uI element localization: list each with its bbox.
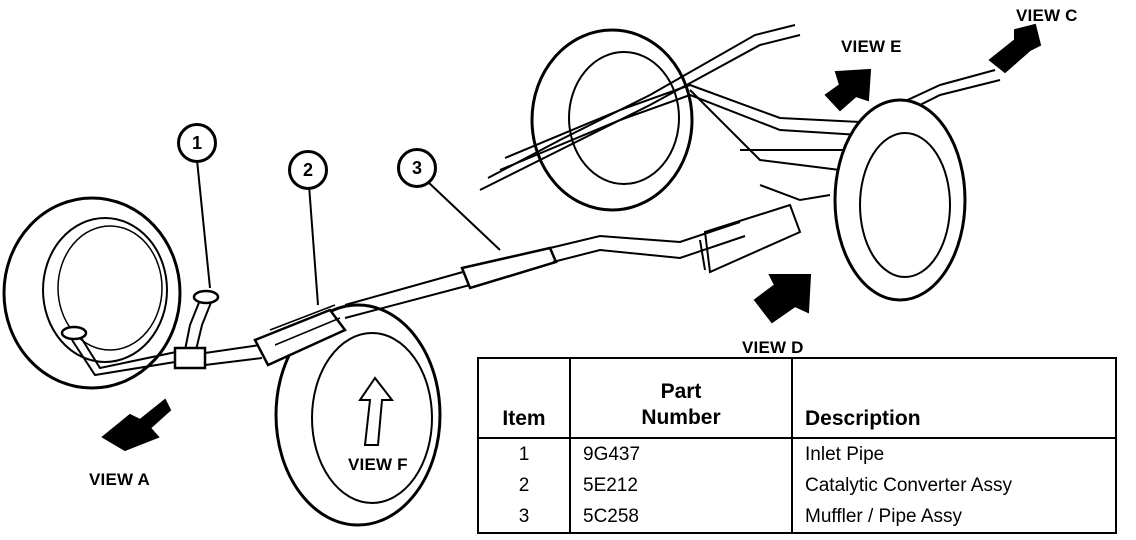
header-item: Item bbox=[477, 357, 571, 439]
row-part-number: 5C258 bbox=[569, 501, 793, 534]
view-e-arrow bbox=[824, 68, 872, 112]
table-row: 3 5C258 Muffler / Pipe Assy bbox=[477, 501, 1117, 534]
row-part-number: 9G437 bbox=[569, 438, 793, 470]
table-row: 2 5E212 Catalytic Converter Assy bbox=[477, 470, 1117, 501]
view-c-arrow bbox=[988, 23, 1042, 74]
header-description: Description bbox=[791, 357, 1117, 439]
view-d-arrow bbox=[753, 274, 812, 324]
exhaust-pipe bbox=[60, 221, 746, 377]
row-item: 1 bbox=[477, 438, 571, 470]
view-a-label: VIEW A bbox=[89, 470, 151, 489]
callout-1: 1 bbox=[177, 123, 217, 163]
front-left-wheel bbox=[2, 196, 182, 390]
callout-3: 3 bbox=[397, 148, 437, 188]
view-f-label: VIEW F bbox=[348, 455, 408, 474]
view-f-arrow bbox=[358, 376, 395, 446]
row-item: 2 bbox=[477, 470, 571, 501]
row-description: Muffler / Pipe Assy bbox=[791, 501, 1117, 534]
header-part-line2: Number bbox=[641, 406, 721, 429]
row-part-number: 5E212 bbox=[569, 470, 793, 501]
leader-lines bbox=[196, 159, 501, 306]
table-header-row: Item Part Number Description bbox=[477, 357, 1117, 439]
parts-table: Item Part Number Description 1 9G437 Inl… bbox=[477, 357, 1117, 534]
view-arrows bbox=[101, 23, 1042, 452]
view-c-label: VIEW C bbox=[1016, 6, 1078, 25]
callout-2: 2 bbox=[288, 150, 328, 190]
view-e-label: VIEW E bbox=[841, 37, 902, 56]
view-d-label: VIEW D bbox=[742, 338, 804, 357]
front-right-wheel bbox=[274, 303, 442, 527]
table-row: 1 9G437 Inlet Pipe bbox=[477, 438, 1117, 470]
row-item: 3 bbox=[477, 501, 571, 534]
row-description: Catalytic Converter Assy bbox=[791, 470, 1117, 501]
header-part-number: Part Number bbox=[569, 357, 793, 439]
rear-frame bbox=[479, 24, 1001, 302]
view-a-arrow bbox=[101, 398, 172, 452]
row-description: Inlet Pipe bbox=[791, 438, 1117, 470]
header-part-line1: Part bbox=[660, 380, 702, 403]
